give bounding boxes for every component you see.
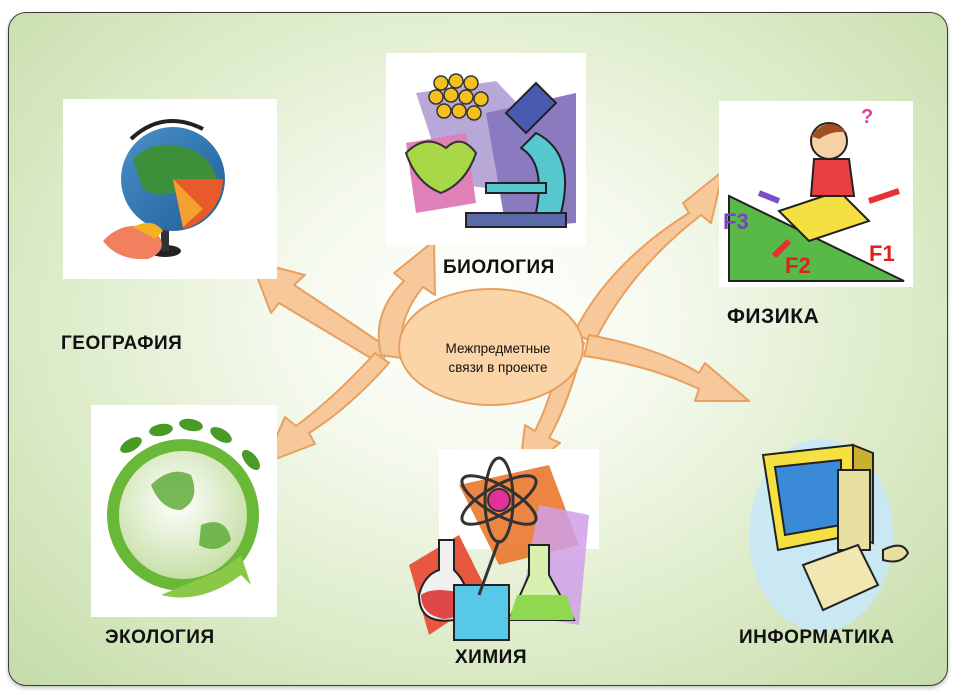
physics-incline-icon	[728, 122, 905, 282]
arrow-to-geography	[250, 260, 392, 364]
label-biology: БИОЛОГИЯ	[443, 257, 555, 278]
label-physics: ФИЗИКА	[727, 305, 820, 328]
label-ecology: ЭКОЛОГИЯ	[105, 627, 215, 648]
globe-icon	[103, 119, 225, 260]
ecology-card	[91, 405, 277, 617]
chemistry-flasks-icon	[409, 456, 589, 641]
force-label-f1: F1	[869, 241, 895, 266]
center-node	[398, 288, 584, 406]
force-label-f3: F3	[723, 209, 749, 234]
question-mark: ?	[861, 106, 873, 128]
diagram-frame: F1 F2 F3 ?	[8, 12, 948, 686]
biology-card	[386, 53, 586, 245]
microscope-icon	[404, 73, 576, 228]
mind-map-canvas: F1 F2 F3 ?	[63, 53, 913, 641]
label-geography: ГЕОГРАФИЯ	[61, 333, 183, 354]
arrow-to-ecology	[264, 352, 390, 464]
center-text-line2: связи в проекте	[448, 360, 548, 375]
center-text-line1: Межпредметные	[445, 341, 551, 356]
label-chemistry: ХИМИЯ	[455, 647, 527, 668]
arrow-to-physics	[573, 170, 724, 344]
geography-card	[63, 99, 277, 279]
physics-card: F1 F2 F3 ?	[719, 101, 913, 287]
chemistry-card	[409, 449, 599, 641]
label-informatics: ИНФОРМАТИКА	[739, 627, 895, 648]
arrow-to-informatics	[583, 334, 750, 402]
force-label-f2: F2	[785, 253, 811, 278]
informatics-card	[749, 439, 910, 631]
computer-icon	[749, 439, 910, 631]
connection-arrows	[250, 170, 750, 476]
eco-globe-icon	[107, 418, 260, 598]
center-node-text: Межпредметные связи в проекте	[417, 339, 579, 377]
